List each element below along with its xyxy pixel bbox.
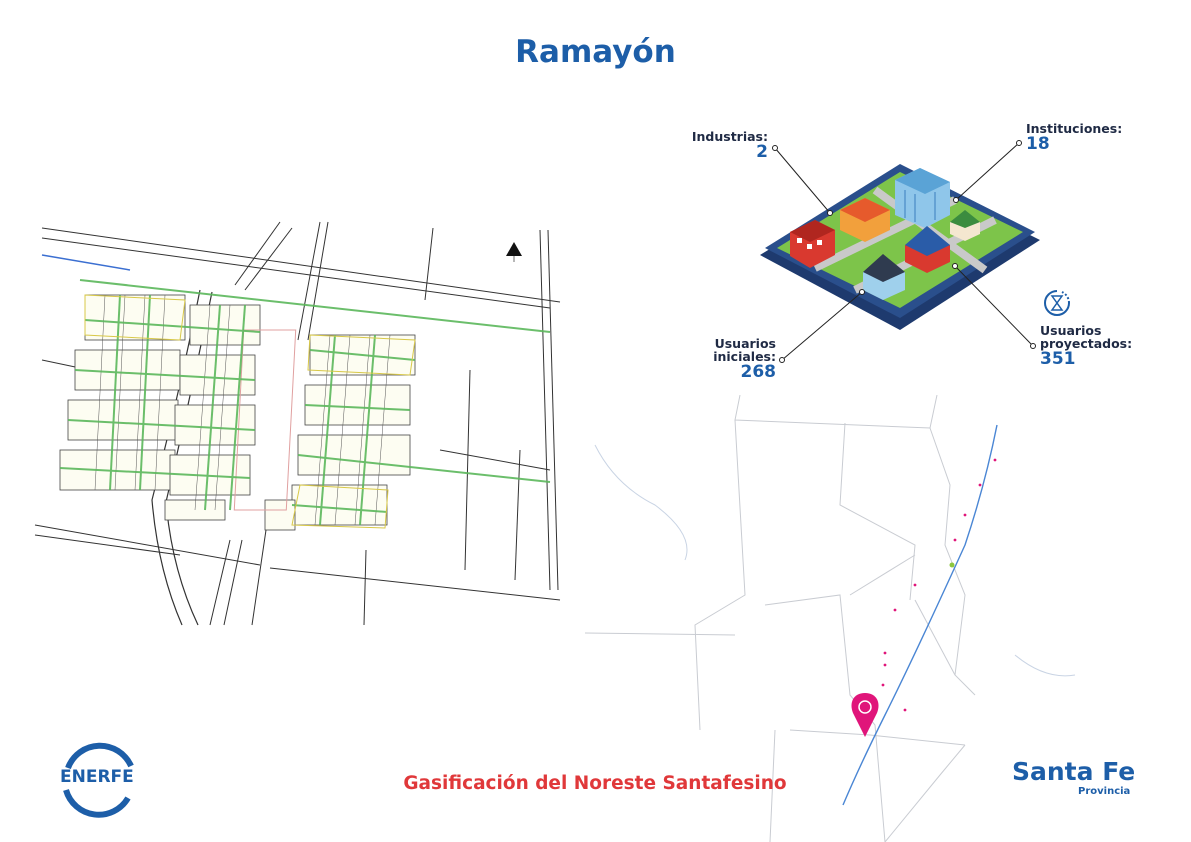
- page-title: Ramayón: [515, 34, 676, 70]
- location-pin-icon: [851, 693, 879, 737]
- stat-usuarios-proyectados-label-2: proyectados:: [1040, 336, 1133, 351]
- town-street-map: [34, 221, 561, 626]
- stat-industrias: Industrias: 2: [660, 130, 768, 161]
- stat-instituciones: Instituciones: 18: [1026, 122, 1122, 153]
- province-logo: Santa Fe: [1012, 757, 1136, 786]
- stat-industrias-value: 2: [756, 142, 768, 162]
- stat-usuarios-iniciales-label-1: Usuarios: [714, 336, 776, 351]
- hourglass-cycle-icon: [1044, 290, 1071, 316]
- stat-usuarios-iniciales-value: 268: [740, 362, 777, 382]
- project-title: Gasificación del Noreste Santafesino: [403, 773, 787, 794]
- stat-usuarios-iniciales: Usuarios iniciales: 268: [660, 337, 776, 381]
- enerfe-logo-text: ENERFE: [60, 767, 134, 787]
- town-illustration: [760, 164, 1040, 330]
- stat-usuarios-proyectados-label-1: Usuarios: [1040, 323, 1102, 338]
- enerfe-logo-icon: [63, 742, 134, 818]
- stat-instituciones-label: Instituciones:: [1026, 121, 1123, 136]
- province-logo-sub: Provincia: [1078, 786, 1131, 797]
- stat-industrias-label: Industrias:: [691, 129, 768, 144]
- stat-usuarios-proyectados: Usuarios proyectados: 351: [1040, 324, 1132, 368]
- regional-map: [585, 395, 1076, 842]
- stat-instituciones-value: 18: [1026, 134, 1050, 154]
- stat-usuarios-proyectados-value: 351: [1040, 349, 1076, 369]
- stat-usuarios-iniciales-label-2: iniciales:: [713, 349, 776, 364]
- north-arrow-icon: [506, 242, 522, 262]
